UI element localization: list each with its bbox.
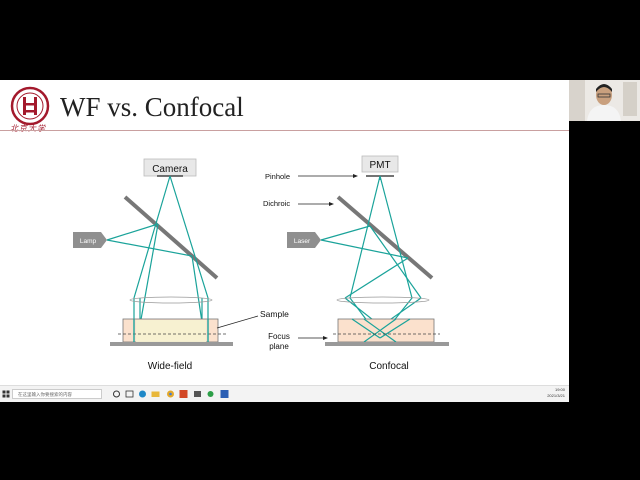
word-icon[interactable] bbox=[220, 389, 229, 399]
wf-dichroic-mirror bbox=[123, 195, 219, 280]
confocal-objective-lens bbox=[336, 296, 430, 304]
taskbar: 在这里输入你要搜索的内容 19:00 2021/3/21 bbox=[0, 385, 569, 402]
explorer-folder-icon[interactable] bbox=[151, 389, 160, 399]
clock-date: 2021/3/21 bbox=[547, 393, 565, 398]
confocal-sample bbox=[337, 318, 435, 343]
chrome-icon[interactable] bbox=[166, 389, 175, 399]
widefield-caption: Wide-field bbox=[148, 361, 192, 372]
logo-script-text: 北京大学 bbox=[10, 124, 46, 133]
webcam-thumbnail bbox=[569, 80, 640, 121]
confocal-caption: Confocal bbox=[369, 361, 408, 372]
title-divider bbox=[0, 130, 569, 131]
presenter-video-icon bbox=[569, 80, 640, 121]
clock-time: 19:00 bbox=[554, 387, 565, 392]
sample-label: Sample bbox=[260, 309, 289, 319]
taskbar-search-input[interactable]: 在这里输入你要搜索的内容 bbox=[12, 389, 102, 399]
pinhole-label: Pinhole bbox=[265, 172, 290, 181]
focus-label-line1: Focus bbox=[268, 332, 290, 341]
slide-title: WF vs. Confocal bbox=[60, 92, 244, 122]
taskbar-clock[interactable]: 19:00 2021/3/21 bbox=[547, 387, 565, 399]
edge-icon[interactable] bbox=[138, 389, 147, 399]
powerpoint-icon[interactable] bbox=[179, 389, 188, 399]
app-icon-2[interactable] bbox=[206, 389, 215, 399]
laser-box bbox=[287, 232, 321, 248]
explorer-icon[interactable] bbox=[125, 389, 134, 399]
laser-label: Laser bbox=[294, 238, 311, 245]
slide: 北京大学 WF vs. Confocal Camera Lamp bbox=[0, 80, 569, 385]
widefield-diagram: Camera Lamp bbox=[73, 158, 289, 372]
confocal-stage bbox=[325, 342, 449, 346]
diagram: Camera Lamp bbox=[73, 155, 449, 372]
windows-icon[interactable] bbox=[2, 389, 10, 399]
dichroic-label: Dichroic bbox=[263, 199, 290, 208]
confocal-dichroic-mirror bbox=[336, 195, 434, 280]
focus-label-line2: plane bbox=[269, 342, 289, 351]
wf-objective-lens bbox=[129, 296, 213, 304]
pmt-label: PMT bbox=[369, 160, 390, 171]
confocal-diagram: PMT Pinhole Dichroic Laser bbox=[263, 155, 449, 372]
camera-label: Camera bbox=[152, 164, 188, 175]
lamp-box bbox=[73, 232, 107, 248]
task-view-icon[interactable] bbox=[112, 389, 121, 399]
pmt-box bbox=[361, 155, 399, 173]
lamp-label: Lamp bbox=[80, 238, 97, 245]
wf-stage bbox=[110, 342, 233, 346]
app-icon[interactable] bbox=[193, 389, 202, 399]
university-logo-icon bbox=[10, 86, 50, 126]
